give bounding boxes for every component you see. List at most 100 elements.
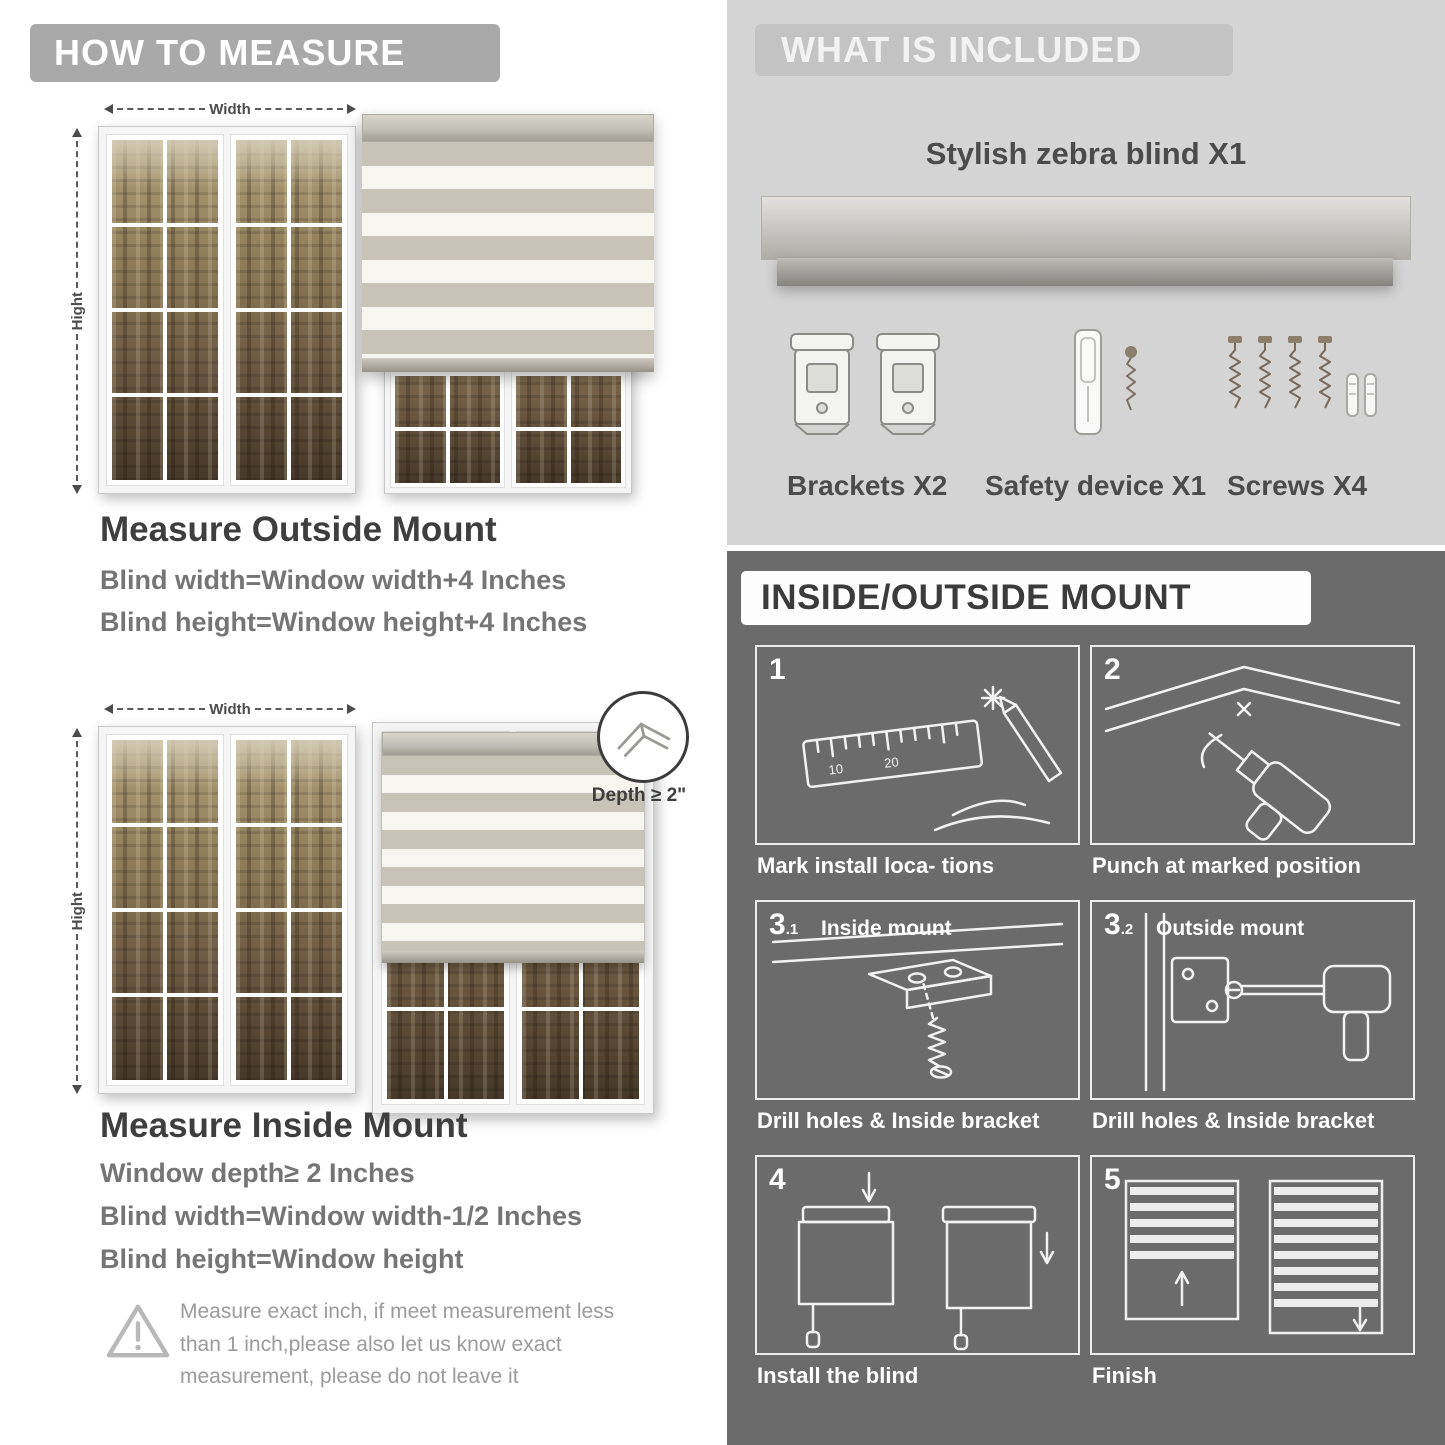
arrow-right-icon (347, 704, 357, 714)
blind-headrail-illustration (761, 196, 1411, 260)
muntin (395, 372, 500, 376)
window-illustration (98, 126, 356, 494)
muntin (387, 1006, 504, 1011)
ruler-mark: 20 (883, 754, 899, 771)
outside-width-formula: Blind width=Window width+4 Inches (100, 565, 567, 595)
step-4-illustration (797, 1171, 1055, 1351)
muntin (236, 308, 342, 312)
ruler-mark: 10 (828, 761, 844, 778)
step-3-2-caption: Drill holes & Inside bracket (1092, 1108, 1375, 1133)
step-sub-label: Outside mount (1156, 917, 1305, 940)
inside-height-formula: Blind height=Window height (100, 1244, 464, 1274)
muntin (522, 1006, 639, 1011)
dashed-line (76, 141, 78, 288)
step-3-2-illustration (1144, 912, 1392, 1092)
muntin (236, 393, 342, 397)
outside-mount-window-figure: Width Hight (68, 100, 357, 495)
arrow-right-icon (347, 104, 357, 114)
screws-label: Screws X4 (1227, 470, 1368, 501)
height-label: Hight (68, 891, 86, 931)
width-measure-arrow: Width (104, 100, 357, 118)
step-5-illustration (1124, 1179, 1384, 1335)
width-label: Width (209, 100, 251, 118)
muntin (236, 908, 342, 912)
muntin (516, 372, 621, 376)
inside-depth-formula: Window depth≥ 2 Inches (100, 1158, 415, 1188)
step-number: 5 (1104, 1163, 1121, 1196)
muntin (112, 908, 218, 912)
depth-callout-label: Depth ≥ 2" (591, 785, 687, 806)
safety-device-illustration (1074, 329, 1137, 435)
step-4-caption: Install the blind (757, 1363, 919, 1388)
window-sash (231, 135, 347, 485)
dashed-line (76, 934, 78, 1082)
step-number: 1 (769, 653, 786, 686)
blind-bottom-rail (382, 950, 644, 963)
step-5-caption: Finish (1092, 1363, 1157, 1388)
muntin (112, 308, 218, 312)
height-label: Hight (68, 291, 86, 331)
height-measure-arrow: Hight (68, 128, 86, 495)
screws-illustration (1228, 336, 1377, 417)
step-2-panel: 2 (1090, 645, 1415, 845)
blind-zebra-stripes (362, 142, 654, 358)
width-label: Width (209, 700, 251, 718)
outside-mount-blind-figure (362, 114, 654, 494)
inside-mount-title: Measure Inside Mount (100, 1106, 468, 1145)
muntin (112, 993, 218, 997)
zebra-blind-illustration (382, 732, 644, 963)
step-number: 2 (1104, 653, 1121, 686)
arrow-up-icon (72, 728, 82, 737)
window-sash (107, 735, 223, 1085)
window-sashes (107, 735, 347, 1085)
step-sub-label: Inside mount (821, 917, 952, 940)
muntin (236, 823, 342, 827)
dashed-line (254, 708, 344, 710)
arrow-down-icon (72, 485, 82, 495)
dashed-line (117, 108, 206, 110)
warning-icon (106, 1304, 170, 1358)
step-3-1-caption: Drill holes & Inside bracket (757, 1108, 1040, 1133)
window-sashes (107, 135, 347, 485)
outside-height-formula: Blind height=Window height+4 Inches (100, 607, 588, 637)
frame-corner-detail-illustration (617, 722, 671, 757)
dashed-line (76, 741, 78, 888)
arrow-down-icon (72, 1085, 82, 1095)
step-4-panel: 4 (755, 1155, 1080, 1355)
mount-section-header: INSIDE/OUTSIDE MOUNT (741, 571, 1311, 625)
window-illustration (98, 726, 356, 1094)
arrow-left-icon (104, 104, 113, 114)
step-5-panel: 5 (1090, 1155, 1415, 1355)
blind-cassette (362, 114, 654, 142)
zebra-blind-illustration (362, 114, 654, 372)
how-to-measure-header: HOW TO MEASURE (30, 24, 500, 82)
muntin (112, 393, 218, 397)
step-1-caption: Mark install loca- tions (757, 853, 995, 878)
step-number: 3.1 (769, 908, 799, 941)
width-measure-arrow: Width (104, 700, 357, 718)
inside-width-formula: Blind width=Window width-1/2 Inches (100, 1201, 583, 1231)
step-1-panel: 1 10 20 (755, 645, 1080, 845)
depth-magnifier-callout (597, 691, 689, 783)
what-is-included-section: WHAT IS INCLUDED Stylish zebra blind X1 (727, 0, 1445, 545)
safety-device-label: Safety device X1 (985, 470, 1207, 501)
brackets-label: Brackets X2 (787, 470, 948, 501)
step-2-caption: Punch at marked position (1092, 853, 1361, 878)
height-measure-arrow: Hight (68, 728, 86, 1095)
step-number: 4 (769, 1163, 786, 1196)
product-name: Stylish zebra blind X1 (925, 136, 1247, 171)
measure-note: Measure exact inch, if meet measurement … (180, 1300, 615, 1389)
step-3-1-illustration (771, 922, 1064, 1079)
outside-mount-title: Measure Outside Mount (100, 510, 497, 549)
inside-mount-blind-figure: Depth ≥ 2" (372, 691, 689, 1114)
arrow-left-icon (104, 704, 113, 714)
step-3-1-panel: 3.1 Inside mount (755, 900, 1080, 1100)
step-2-illustration (1104, 665, 1401, 841)
muntin (236, 993, 342, 997)
window-interior (382, 732, 644, 1104)
dashed-line (76, 334, 78, 482)
window-sash (107, 135, 223, 485)
step-number: 3.2 (1104, 908, 1134, 941)
dashed-line (117, 708, 206, 710)
